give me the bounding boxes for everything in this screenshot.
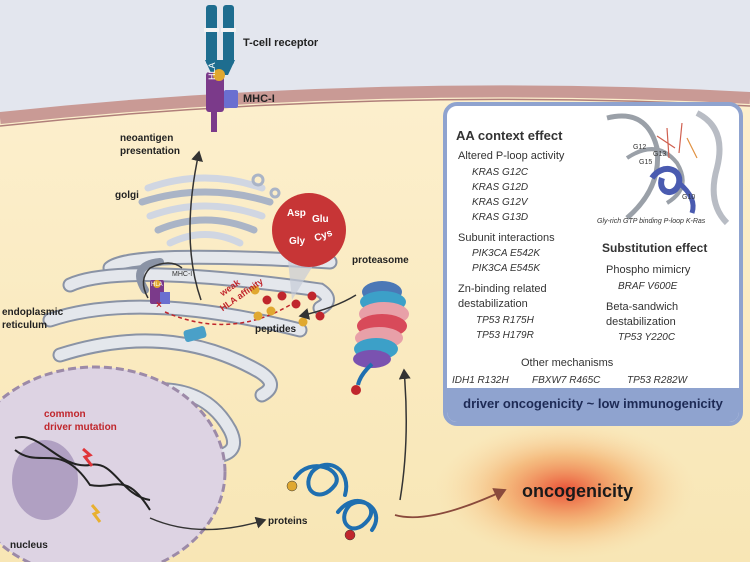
- mhc-i-label: MHC-I: [243, 93, 275, 105]
- residue-g10: G10: [682, 194, 696, 201]
- endoplasmic-reticulum: [42, 249, 338, 463]
- protein-coil-icon: [293, 462, 379, 532]
- ploop-heading: Altered P-loop activity: [458, 150, 565, 162]
- oncogenicity-label: oncogenicity: [522, 481, 634, 501]
- ploop-item: KRAS G12V: [472, 197, 528, 208]
- hla-label: HLA: [207, 62, 217, 80]
- amino-acid-glu: Glu: [312, 214, 329, 225]
- t-cell-receptor-label: T-cell receptor: [243, 37, 319, 49]
- ploop-item: KRAS G13D: [472, 212, 529, 223]
- nucleus-to-proteins-arrow: [149, 516, 267, 531]
- svg-text:×: ×: [156, 300, 162, 311]
- mhc-small-label: MHC-I: [172, 271, 193, 278]
- panel-footer: driver oncogenicity ~ low immunogenicity: [447, 388, 739, 422]
- golgi-apparatus: [138, 173, 281, 247]
- other-heading: Other mechanisms: [521, 357, 614, 369]
- presentation-arrow: [189, 150, 203, 301]
- oncogenicity-glow: [435, 420, 695, 560]
- phospho-item: BRAF V600E: [618, 281, 678, 292]
- residue-g15: G15: [639, 159, 653, 166]
- image-caption: Gly-rich GTP binding P-loop K-Ras: [597, 218, 706, 225]
- er-label-line1: endoplasmic: [2, 307, 64, 318]
- zn-heading-line1: Zn-binding related: [458, 283, 547, 295]
- peptides-label: peptides: [255, 324, 297, 335]
- proteasome-label: proteasome: [352, 255, 409, 266]
- panel-title: AA context effect: [456, 128, 563, 143]
- proteasome-icon: [351, 281, 409, 395]
- other-item: TP53 R282W: [627, 375, 688, 386]
- proteins-to-proteasome-arrow: [398, 368, 411, 501]
- aa-context-panel: AA context effect G12 G13 G15 G10 Gly-ri…: [443, 102, 743, 426]
- neoantigen-label: neoantigen: [120, 133, 174, 144]
- t-cell-receptor: [204, 5, 236, 75]
- mhc-i-complex: [206, 69, 238, 132]
- beta-heading-line1: Beta-sandwich: [606, 301, 679, 313]
- panel-footer-text: driver oncogenicity ~ low immunogenicity: [463, 396, 723, 411]
- residue-g13: G13: [653, 151, 667, 158]
- other-item: IDH1 R132H: [452, 375, 509, 386]
- cell-membrane: [0, 85, 750, 124]
- amino-acid-gly: Gly: [289, 236, 306, 247]
- er-label-line2: reticulum: [2, 320, 48, 331]
- residue-g12: G12: [633, 144, 647, 151]
- zn-heading-line2: destabilization: [458, 298, 528, 310]
- ploop-item: KRAS G12C: [472, 167, 529, 178]
- amino-acid-circle-icon: [272, 193, 346, 267]
- mhc-loading: ×: [142, 262, 291, 326]
- other-item: FBXW7 R465C: [532, 375, 601, 386]
- lightning-icon: [82, 447, 94, 467]
- beta-item: TP53 Y220C: [618, 332, 676, 343]
- zn-item: TP53 R175H: [476, 315, 534, 326]
- driver-label-line2: driver mutation: [44, 422, 117, 433]
- lightning-icon: [90, 504, 102, 523]
- oncogenicity-arrow: [394, 488, 507, 519]
- subunit-item: PIK3CA E542K: [472, 248, 541, 259]
- phospho-heading: Phospho mimicry: [606, 264, 691, 276]
- substitution-title: Substitution effect: [602, 241, 708, 255]
- zn-item: TP53 H179R: [476, 330, 534, 341]
- amino-acid-asp: Asp: [287, 208, 306, 219]
- beta-heading-line2: destabilization: [606, 316, 676, 328]
- k-ras-structure-image: [606, 110, 730, 226]
- driver-label-line1: common: [44, 409, 86, 420]
- nucleolus: [12, 440, 78, 520]
- proteasome-to-peptides-arrow: [298, 294, 357, 320]
- tap-transporter: [183, 326, 207, 342]
- golgi-label: golgi: [115, 190, 139, 201]
- subunit-item: PIK3CA E545K: [472, 263, 541, 274]
- ploop-item: KRAS G12D: [472, 182, 529, 193]
- presentation-label: presentation: [120, 146, 181, 157]
- nucleus-label: nucleus: [10, 540, 48, 551]
- hla-small-label: HLA: [151, 282, 163, 288]
- proteins-label: proteins: [268, 516, 308, 527]
- subunit-heading: Subunit interactions: [458, 232, 555, 244]
